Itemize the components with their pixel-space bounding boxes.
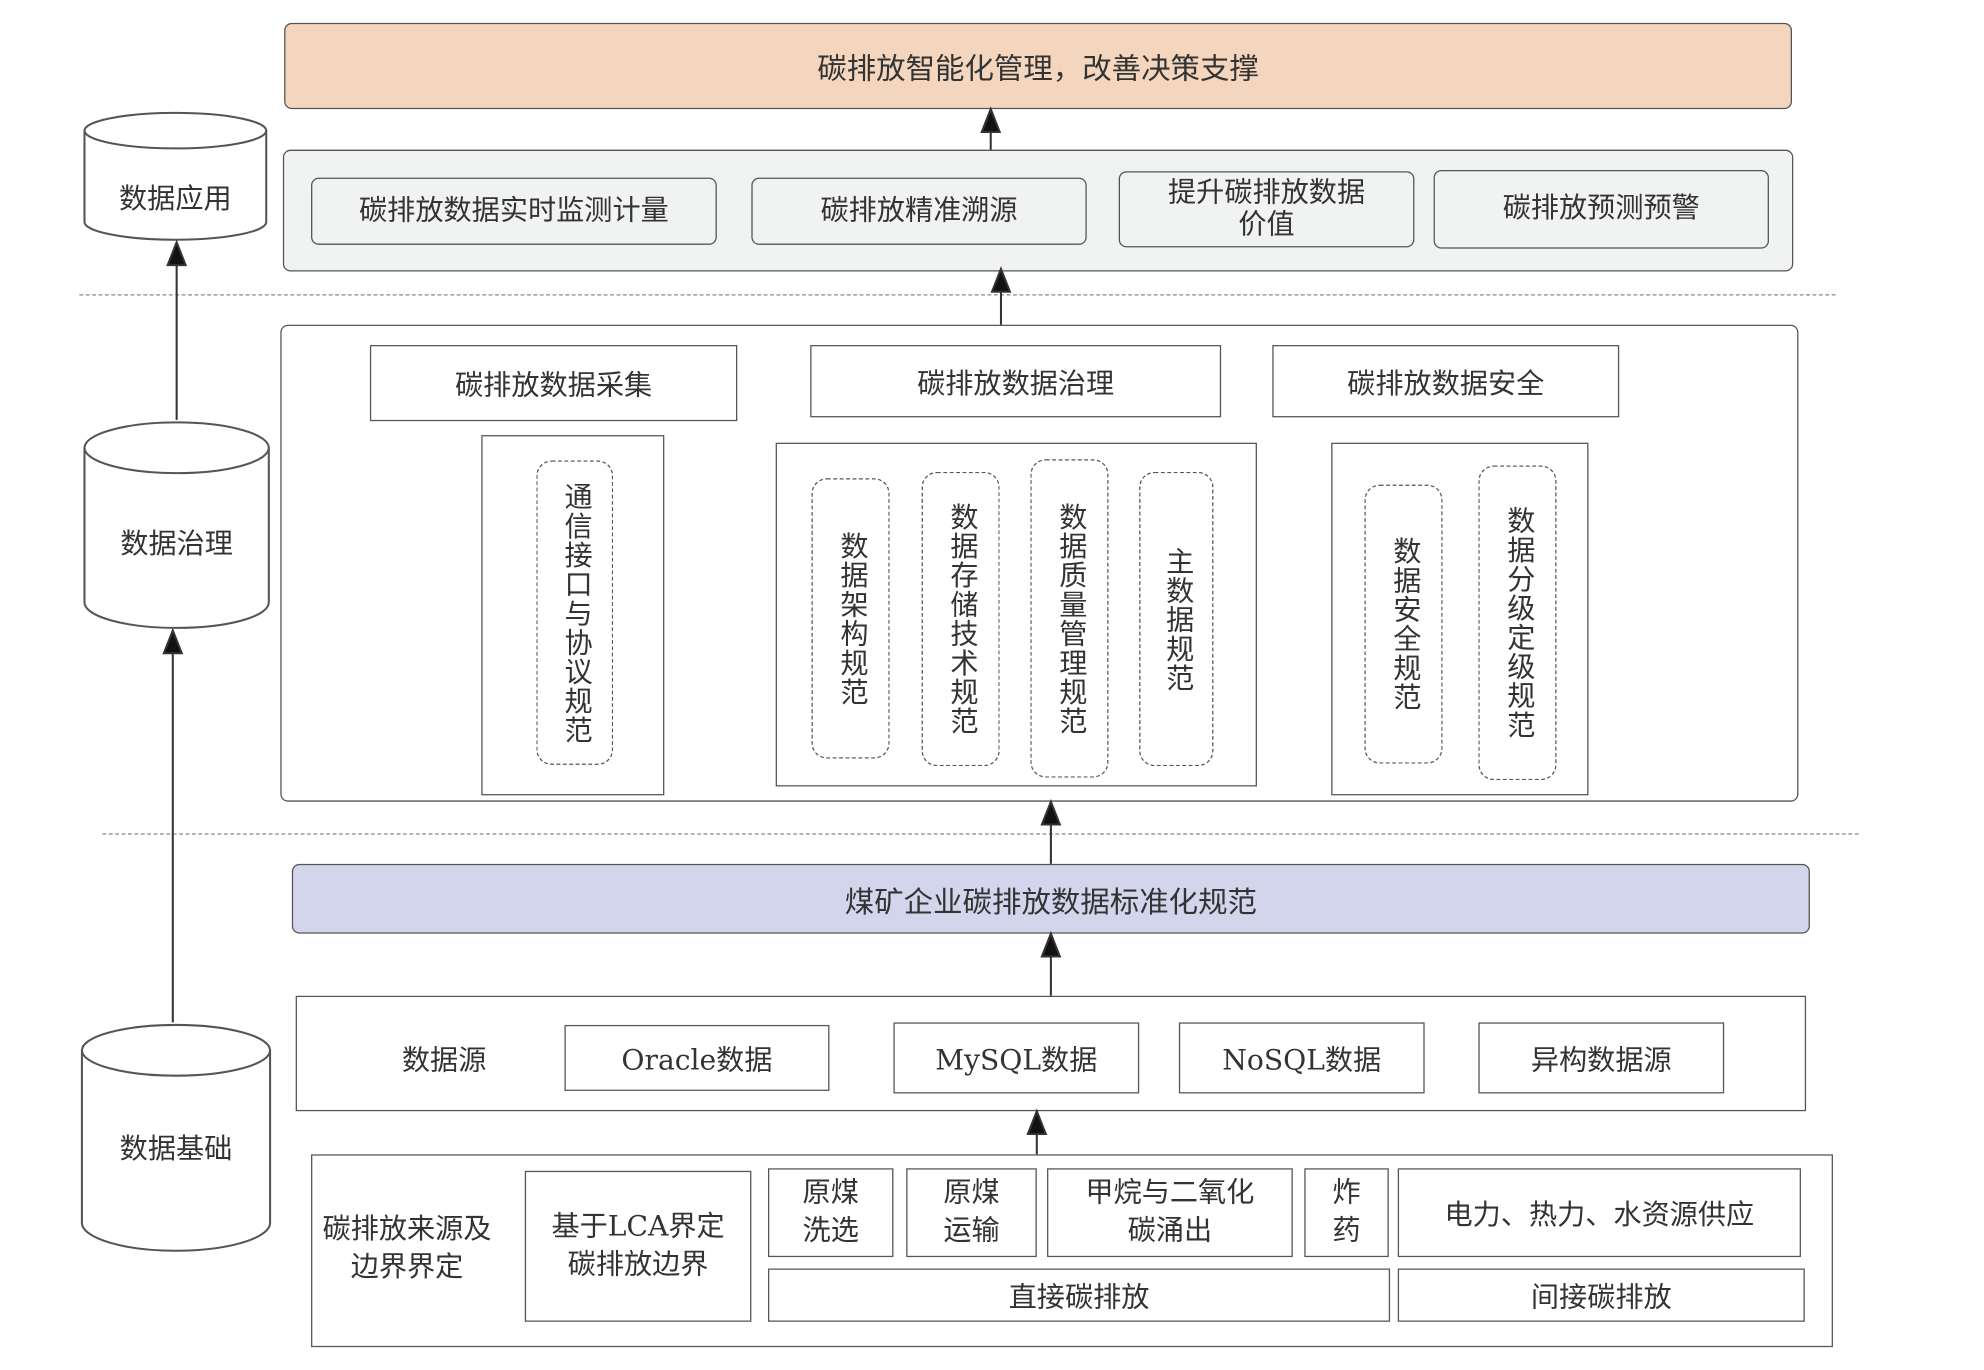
lca-boundary-box: 基于LCA界定 碳排放边界 — [524, 1170, 752, 1322]
arrow-up-icon — [1040, 798, 1062, 826]
data-source-item-label: 异构数据源 — [1530, 1045, 1672, 1077]
direct-source-item: 原煤 运输 — [906, 1168, 1037, 1258]
collection-group — [481, 435, 665, 796]
standard-text: 煤矿企业碳排放数据标准化规范 — [844, 886, 1257, 920]
data-source-label: 数据源 — [401, 1045, 487, 1077]
spec-item: 数据安全规范 — [1364, 484, 1443, 764]
emission-boundary-label: 碳排放来源及 边界界定 — [322, 1214, 492, 1284]
spec-item: 数据分级定级规范 — [1478, 465, 1557, 781]
app-item: 碳排放数据实时监测计量 — [311, 177, 717, 245]
standard-box: 煤矿企业碳排放数据标准化规范 — [291, 863, 1810, 934]
data-source-item: Oracle数据 — [564, 1024, 830, 1091]
spec-item: 主数据规范 — [1139, 471, 1214, 767]
data-source-item-label: NoSQL数据 — [1222, 1045, 1382, 1077]
security-header: 碳排放数据安全 — [1272, 345, 1620, 418]
spec-item: 数据存储技术规范 — [921, 471, 1000, 767]
spec-item-label: 主数据规范 — [1160, 546, 1193, 692]
lca-boundary-label: 基于LCA界定 碳排放边界 — [551, 1211, 725, 1281]
arrow-up-icon — [162, 627, 184, 655]
spec-item-label: 数据架构规范 — [835, 530, 868, 706]
arrow-up-icon — [166, 239, 188, 267]
database-cylinder-icon — [83, 421, 270, 629]
spec-item-label: 数据安全规范 — [1388, 536, 1421, 712]
spec-item-label: 数据存储技术规范 — [945, 502, 978, 736]
layer-label: 数据应用 — [119, 183, 232, 216]
direct-source-item: 甲烷与二氧化 碳涌出 — [1047, 1168, 1293, 1258]
direct-source-label: 甲烷与二氧化 碳涌出 — [1085, 1177, 1255, 1247]
spec-item-label: 通信接口与协议规范 — [559, 481, 592, 744]
app-item: 碳排放精准溯源 — [751, 177, 1087, 245]
collection-header: 碳排放数据采集 — [369, 345, 738, 422]
database-cylinder-icon — [83, 111, 268, 241]
layer-cylinder-governance: 数据治理 — [82, 420, 271, 631]
layer-divider-upper — [79, 294, 1836, 296]
app-item: 碳排放预测预警 — [1433, 169, 1769, 249]
indirect-emission-box: 间接碳排放 — [1397, 1268, 1805, 1322]
layer-label: 数据治理 — [120, 528, 233, 561]
indirect-source-item: 电力、热力、水资源供应 — [1397, 1168, 1801, 1258]
direct-source-label: 原煤 运输 — [943, 1177, 1000, 1247]
goal-text: 碳排放智能化管理，改善决策支撑 — [817, 53, 1259, 87]
direct-source-item: 原煤 洗选 — [768, 1168, 894, 1258]
data-source-item-label: Oracle数据 — [621, 1045, 773, 1077]
data-source-item: MySQL数据 — [893, 1022, 1140, 1094]
app-item: 提升碳排放数据 价值 — [1118, 171, 1415, 248]
layer-cylinder-foundation: 数据基础 — [79, 1022, 272, 1253]
indirect-source-label: 电力、热力、水资源供应 — [1444, 1200, 1755, 1232]
database-cylinder-icon — [80, 1023, 272, 1252]
spec-item: 数据质量管理规范 — [1030, 459, 1109, 778]
data-source-item: NoSQL数据 — [1178, 1022, 1425, 1094]
security-group — [1331, 442, 1589, 796]
direct-source-label: 炸 药 — [1332, 1177, 1361, 1247]
spec-item: 数据架构规范 — [811, 478, 890, 759]
arrow-up-icon — [1026, 1108, 1048, 1136]
arrow-up-icon — [980, 106, 1002, 133]
layer-cylinder-application: 数据应用 — [82, 110, 269, 242]
app-item-label: 碳排放精准溯源 — [820, 195, 1018, 227]
app-item-label: 提升碳排放数据 价值 — [1167, 177, 1366, 242]
direct-emission-box: 直接碳排放 — [768, 1268, 1391, 1322]
data-source-item-label: MySQL数据 — [935, 1045, 1098, 1077]
arrow-up-icon — [1040, 930, 1062, 958]
arrow-up-icon — [990, 266, 1012, 293]
governance-group — [775, 442, 1257, 787]
layer-divider-lower — [102, 833, 1859, 835]
layer-label: 数据基础 — [119, 1134, 233, 1166]
app-item-label: 碳排放预测预警 — [1502, 193, 1700, 225]
collection-header-label: 碳排放数据采集 — [455, 370, 653, 403]
app-item-label: 碳排放数据实时监测计量 — [359, 195, 669, 227]
governance-header-label: 碳排放数据治理 — [917, 368, 1115, 401]
security-header-label: 碳排放数据安全 — [1347, 368, 1545, 401]
goal-box: 碳排放智能化管理，改善决策支撑 — [284, 22, 1792, 110]
governance-header: 碳排放数据治理 — [810, 345, 1222, 418]
direct-source-item: 炸 药 — [1304, 1168, 1389, 1258]
direct-source-label: 原煤 洗选 — [802, 1177, 859, 1247]
spec-item: 通信接口与协议规范 — [536, 460, 614, 765]
indirect-emission-label: 间接碳排放 — [1530, 1282, 1672, 1315]
spec-item-label: 数据分级定级规范 — [1502, 506, 1535, 740]
data-source-item: 异构数据源 — [1478, 1022, 1725, 1094]
spec-item-label: 数据质量管理规范 — [1054, 501, 1087, 736]
direct-emission-label: 直接碳排放 — [1008, 1282, 1150, 1315]
